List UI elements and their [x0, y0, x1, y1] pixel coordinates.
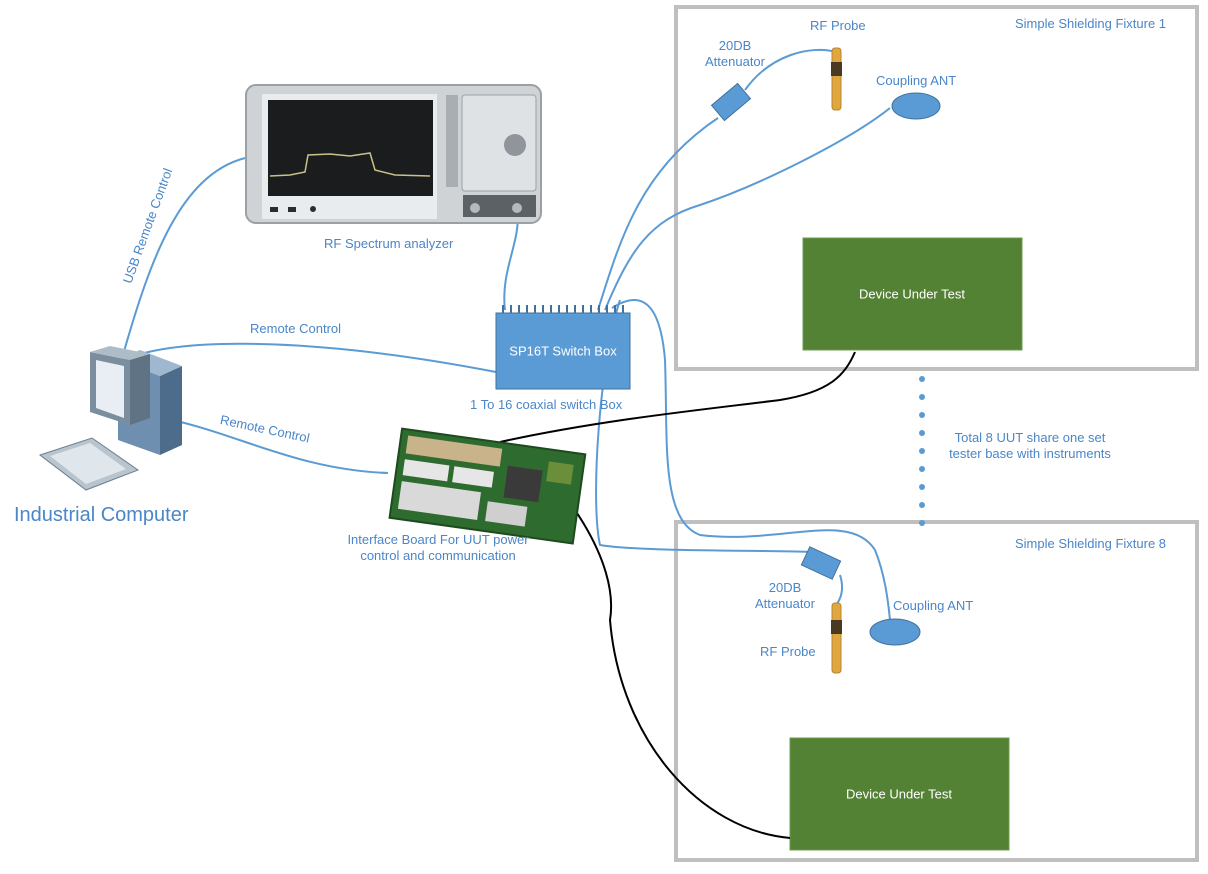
wire-remote2 [171, 419, 389, 474]
remote-control-label-1: Remote Control [250, 321, 342, 336]
wire-atten1-probe1 [744, 48, 837, 91]
fixture-dots [919, 376, 925, 526]
analyzer-screen [268, 100, 433, 196]
fixture-1-box [674, 5, 1199, 371]
wire-usb [122, 157, 246, 356]
wire-switch-ant1 [604, 107, 891, 311]
wire-atten8-probe8 [835, 574, 844, 606]
rf-probe-8 [831, 602, 842, 674]
attenuator-8-label: 20DB Attenuator [755, 580, 815, 611]
industrial-computer-label: Industrial Computer [14, 504, 189, 526]
rf-wires [122, 48, 891, 621]
rf-probe-1 [831, 47, 842, 111]
coupling-ant-1 [891, 92, 941, 120]
shared-tester-note: Total 8 UUT share one set tester base wi… [949, 430, 1111, 461]
analyzer-knob [504, 134, 526, 156]
wire-board-dut1 [499, 351, 856, 443]
switch-box [495, 305, 631, 390]
coupling-ant-8-label: Coupling ANT [893, 598, 974, 613]
switch-box-title: SP16T Switch Box [509, 343, 617, 359]
interface-board [388, 427, 587, 545]
fixture-8-label: Simple Shielding Fixture 8 [1015, 536, 1167, 551]
wire-switch-ant8 [611, 298, 891, 621]
switch-box-caption: 1 To 16 coaxial switch Box [470, 397, 623, 412]
coupling-ant-1-label: Coupling ANT [876, 73, 957, 88]
attenuator-1-label: 20DB Attenuator [705, 38, 765, 69]
industrial-computer [38, 346, 182, 491]
attenuator-1 [710, 82, 752, 122]
spectrum-analyzer-label: RF Spectrum analyzer [324, 236, 454, 251]
spectrum-analyzer [245, 84, 542, 224]
wire-switch-atten1 [597, 117, 719, 311]
dut-1-box [802, 237, 1023, 351]
fixture1-components [710, 47, 941, 122]
dut-1-label: Device Under Test [859, 286, 965, 302]
fixture8-components [800, 546, 921, 674]
dut-8-label: Device Under Test [846, 786, 952, 802]
dut-8-box [789, 737, 1010, 851]
wire-remote1 [127, 342, 497, 373]
coupling-ant-8 [869, 618, 921, 646]
interface-board-label: Interface Board For UUT power control an… [347, 532, 529, 563]
attenuator-8 [800, 546, 842, 580]
analyzer-trace [269, 152, 431, 177]
fixture-1-label: Simple Shielding Fixture 1 [1015, 16, 1167, 31]
rf-probe-8-label: RF Probe [760, 644, 816, 659]
fixture-8-box [674, 520, 1199, 862]
rf-probe-1-label: RF Probe [810, 18, 866, 33]
wire-analyzer-switch [503, 209, 519, 311]
